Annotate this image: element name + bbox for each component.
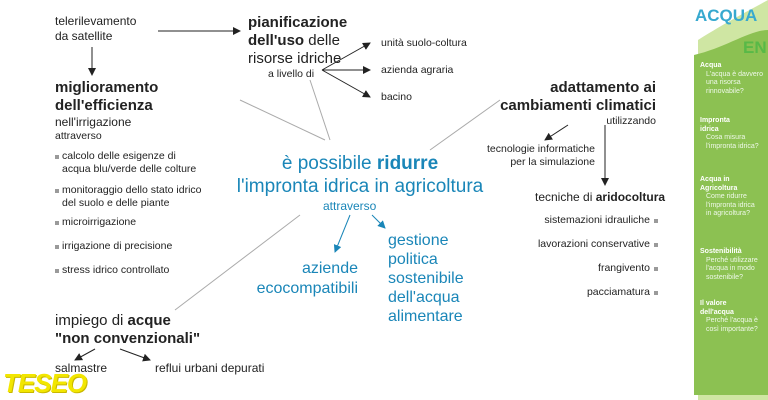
miglioramento-attraverso: attraverso	[55, 130, 102, 142]
link-adattamento-center	[429, 99, 501, 151]
panel-header-en: EN	[743, 38, 767, 57]
adattamento-title-line1: adattamento ai	[550, 79, 656, 96]
impiego-non-convenzionali: "non convenzionali"	[55, 330, 201, 347]
miglioramento-subtitle: nell'irrigazione	[55, 115, 132, 129]
node-tecniche: tecniche di aridocoltura	[535, 190, 666, 204]
arrow-to-gestione	[371, 214, 386, 229]
panel-item-acqua[interactable]: Acqua L'acqua è davvero una risorsa rinn…	[700, 62, 763, 95]
miglioramento-title-line1: miglioramento	[55, 79, 159, 96]
impiego-prefix: impiego di	[55, 312, 124, 329]
panel-item-agricoltura[interactable]: Acqua in Agricoltura Come ridurre l'impr…	[700, 176, 755, 217]
arrow-to-bacino	[321, 69, 371, 98]
center-prefix: è possibile	[281, 153, 372, 174]
link-miglioramento-center	[239, 99, 326, 141]
telerilevamento-line2: da satellite	[55, 29, 113, 43]
list-item-frangivento: frangivento	[598, 262, 658, 274]
target-salmastre: salmastre	[55, 361, 108, 375]
target-unita: unità suolo-coltura	[381, 37, 467, 49]
pianificazione-risorse: risorse idriche	[248, 50, 342, 67]
pianificazione-delle: delle	[308, 32, 340, 49]
list-item-pacciamatura: pacciamatura	[586, 286, 659, 298]
list-item-sistemazioni: sistemazioni idrauliche	[544, 214, 658, 226]
node-telerilevamento: telerilevamento da satellite	[55, 14, 136, 44]
center-title: è possibile ridurre l'impronta idrica in…	[210, 152, 510, 198]
arrow-to-reflui	[119, 348, 151, 362]
connector-lines	[74, 27, 609, 362]
pianificazione-dell-uso: dell'uso	[248, 32, 305, 49]
arrow-to-salmastre	[74, 348, 96, 361]
node-gestione: gestione politica sostenibile dell'acqua…	[388, 232, 464, 325]
list-item-microirrigazione: microirrigazione	[54, 216, 137, 228]
arrow-to-aziende	[333, 214, 351, 253]
teseo-logo[interactable]: TESEO	[3, 368, 87, 398]
pianificazione-title: pianificazione	[248, 14, 348, 31]
telerilevamento-line1: telerilevamento	[55, 14, 137, 28]
list-item-lavorazioni: lavorazioni conservative	[537, 238, 659, 250]
adattamento-title-line2: cambiamenti climatici	[500, 97, 656, 114]
link-pianificazione-center	[309, 79, 331, 141]
node-miglioramento: miglioramento dell'efficienza nell'irrig…	[55, 79, 158, 143]
panel-item-impronta[interactable]: Impronta idrica Cosa misura l'impronta i…	[700, 117, 759, 150]
arrow-to-unita	[321, 42, 371, 71]
target-bacino: bacino	[381, 91, 412, 103]
list-item-monitoraggio: monitoraggio dello stato idrico del suol…	[55, 184, 202, 209]
link-center-impiego	[174, 214, 301, 311]
target-reflui: reflui urbani depurati	[155, 361, 265, 375]
list-item-irrigazione-precisione: irrigazione di precisione	[54, 240, 173, 252]
list-item-calcolo: calcolo delle esigenze di acqua blu/verd…	[54, 150, 197, 175]
center-ridurre: ridurre	[376, 153, 439, 174]
panel-header-acqua: ACQUA	[695, 6, 758, 25]
panel-item-sostenibilita[interactable]: Sostenibilità Perché utilizzare l'acqua …	[700, 248, 758, 281]
adattamento-utilizzando: utilizzando	[606, 115, 656, 127]
side-panel: ACQUA EN Acqua L'acqua è davvero una ris…	[690, 0, 768, 400]
center-attraverso: attraverso	[323, 199, 377, 213]
node-impiego: impiego di acque "non convenzionali"	[55, 312, 200, 348]
node-adattamento: adattamento ai cambiamenti climatici uti…	[500, 79, 656, 128]
side-panel-background	[694, 0, 768, 400]
node-tecnologie: tecnologie informatiche per la simulazio…	[487, 143, 595, 168]
target-azienda: azienda agraria	[381, 64, 454, 76]
list-item-stress-idrico: stress idrico controllato	[54, 264, 170, 276]
center-line2: l'impronta idrica in agricoltura	[236, 176, 484, 197]
arrow-to-tecnologie	[544, 124, 569, 141]
node-pianificazione: pianificazione dell'uso delle risorse id…	[248, 14, 347, 81]
node-aziende: aziende ecocompatibili	[256, 260, 358, 297]
pianificazione-livello: a livello di	[268, 68, 315, 80]
impiego-acque: acque	[127, 312, 171, 329]
panel-item-valore[interactable]: Il valore dell'acqua Perché l'acqua è co…	[700, 300, 758, 333]
miglioramento-title-line2: dell'efficienza	[55, 97, 153, 114]
